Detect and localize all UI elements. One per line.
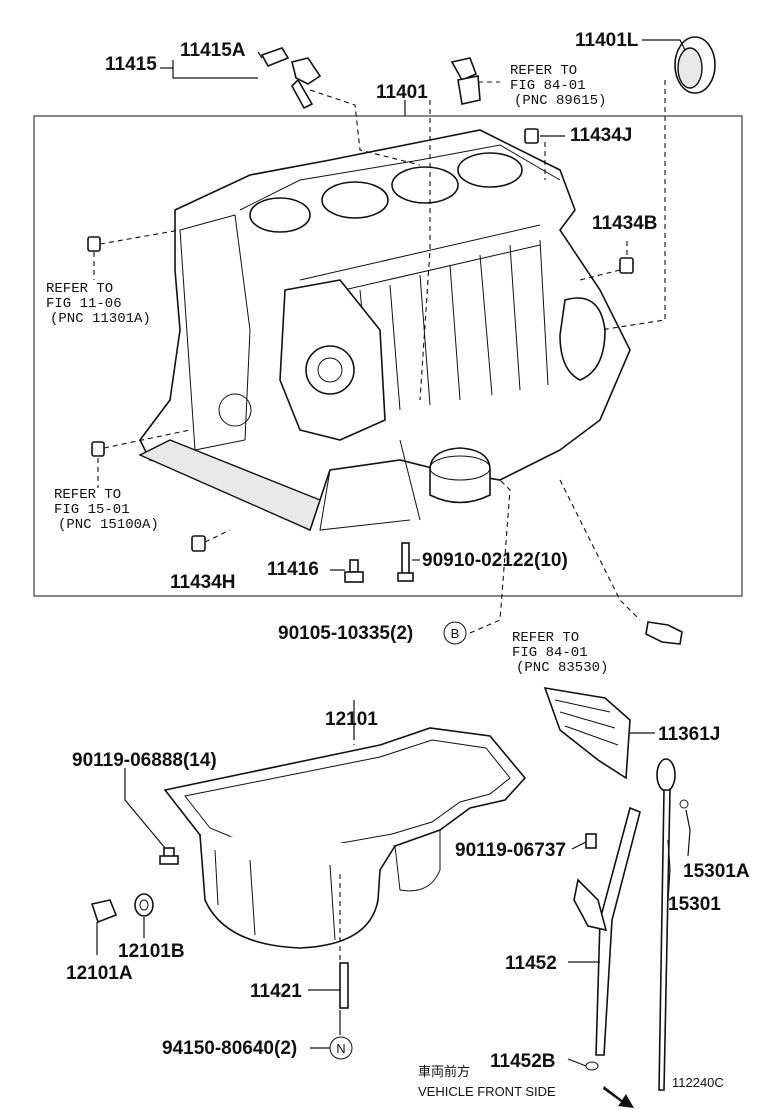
- marker-b: B: [443, 621, 467, 645]
- refer-line-1: REFER TO: [46, 281, 113, 297]
- oil-pan: [163, 727, 527, 949]
- label-94150-80640[interactable]: 94150-80640(2): [162, 1038, 297, 1059]
- marker-n-letter: N: [336, 1041, 345, 1056]
- part-11434j-pin: [524, 128, 539, 144]
- label-12101a[interactable]: 12101A: [66, 963, 133, 984]
- refer-line-1: REFER TO: [54, 487, 121, 503]
- cylinder-block: [138, 129, 631, 532]
- label-90910-02122[interactable]: 90910-02122(10): [422, 550, 568, 571]
- label-90105-10335[interactable]: 90105-10335(2): [278, 623, 413, 644]
- label-11434b[interactable]: 11434B: [592, 213, 658, 234]
- label-11415[interactable]: 11415: [105, 54, 157, 75]
- refer-line-3: (PNC 15100A): [58, 517, 159, 533]
- diagram-code: 112240C: [672, 1075, 724, 1090]
- part-12101b-gasket: [134, 893, 154, 917]
- label-11434j[interactable]: 11434J: [570, 125, 632, 146]
- part-11434b-pin: [619, 257, 634, 274]
- part-11434h-pin: [191, 535, 206, 552]
- label-15301a[interactable]: 15301A: [683, 861, 750, 882]
- cylinder-block-frame: [33, 115, 743, 597]
- part-11401l-seal: [674, 36, 716, 94]
- refer-fig-15-01-pnc-15100a[interactable]: REFER TO FIG 15-01 (PNC 15100A): [54, 487, 159, 533]
- part-12101a-plug: [90, 899, 118, 924]
- label-11401l[interactable]: 11401L: [575, 30, 639, 51]
- leader-lines: [93, 39, 691, 1067]
- part-89615-sensor: [450, 57, 481, 105]
- vehicle-front-en: VEHICLE FRONT SIDE: [418, 1084, 556, 1099]
- label-11434h[interactable]: 11434H: [170, 572, 236, 593]
- refer-line-2: FIG 15-01: [54, 502, 130, 518]
- refer-line-1: REFER TO: [512, 630, 579, 646]
- part-90119-06888-bolt: [159, 847, 179, 865]
- label-90119-06888[interactable]: 90119-06888(14): [72, 750, 217, 771]
- label-11361j[interactable]: 11361J: [658, 724, 720, 745]
- part-15301-dipstick: [656, 758, 689, 1091]
- part-11415a-sensor: [260, 47, 322, 110]
- label-11421[interactable]: 11421: [250, 981, 302, 1002]
- refer-line-3: (PNC 83530): [516, 660, 608, 676]
- label-11401[interactable]: 11401: [376, 82, 428, 103]
- part-11452-guide: [573, 806, 641, 1056]
- refer-line-3: (PNC 11301A): [50, 311, 151, 327]
- refer-line-2: FIG 84-01: [512, 645, 588, 661]
- marker-b-letter: B: [451, 626, 460, 641]
- label-12101b[interactable]: 12101B: [118, 941, 185, 962]
- refer-line-2: FIG 84-01: [510, 78, 586, 94]
- refer-fig-11-06-pnc-11301a[interactable]: REFER TO FIG 11-06 (PNC 11301A): [46, 281, 151, 327]
- label-90119-06737[interactable]: 90119-06737: [455, 840, 566, 861]
- part-11361j-baffle: [543, 686, 631, 780]
- part-83530-sensor: [645, 621, 683, 645]
- vehicle-front-jp: 車両前方: [418, 1064, 470, 1080]
- part-90910-bolt: [397, 542, 414, 582]
- dowel-pin-left-upper: [87, 236, 101, 252]
- label-11415a[interactable]: 11415A: [180, 40, 246, 61]
- refer-fig-84-01-pnc-89615[interactable]: REFER TO FIG 84-01 (PNC 89615): [510, 63, 606, 109]
- refer-line-3: (PNC 89615): [514, 93, 606, 109]
- refer-fig-84-01-pnc-83530[interactable]: REFER TO FIG 84-01 (PNC 83530): [512, 630, 608, 676]
- refer-line-1: REFER TO: [510, 63, 577, 79]
- front-arrow-icon: [603, 1086, 634, 1108]
- label-15301[interactable]: 15301: [668, 894, 721, 915]
- refer-line-2: FIG 11-06: [46, 296, 122, 312]
- label-11452[interactable]: 11452: [505, 953, 557, 974]
- marker-n: N: [329, 1036, 353, 1060]
- label-11416[interactable]: 11416: [267, 559, 319, 580]
- label-11452b[interactable]: 11452B: [490, 1051, 556, 1072]
- label-12101[interactable]: 12101: [325, 709, 378, 730]
- dowel-pin-left-lower: [91, 441, 105, 457]
- part-11416-bolt: [344, 559, 364, 583]
- part-11421-stud: [339, 962, 349, 1009]
- part-11452b-oring: [585, 1061, 599, 1071]
